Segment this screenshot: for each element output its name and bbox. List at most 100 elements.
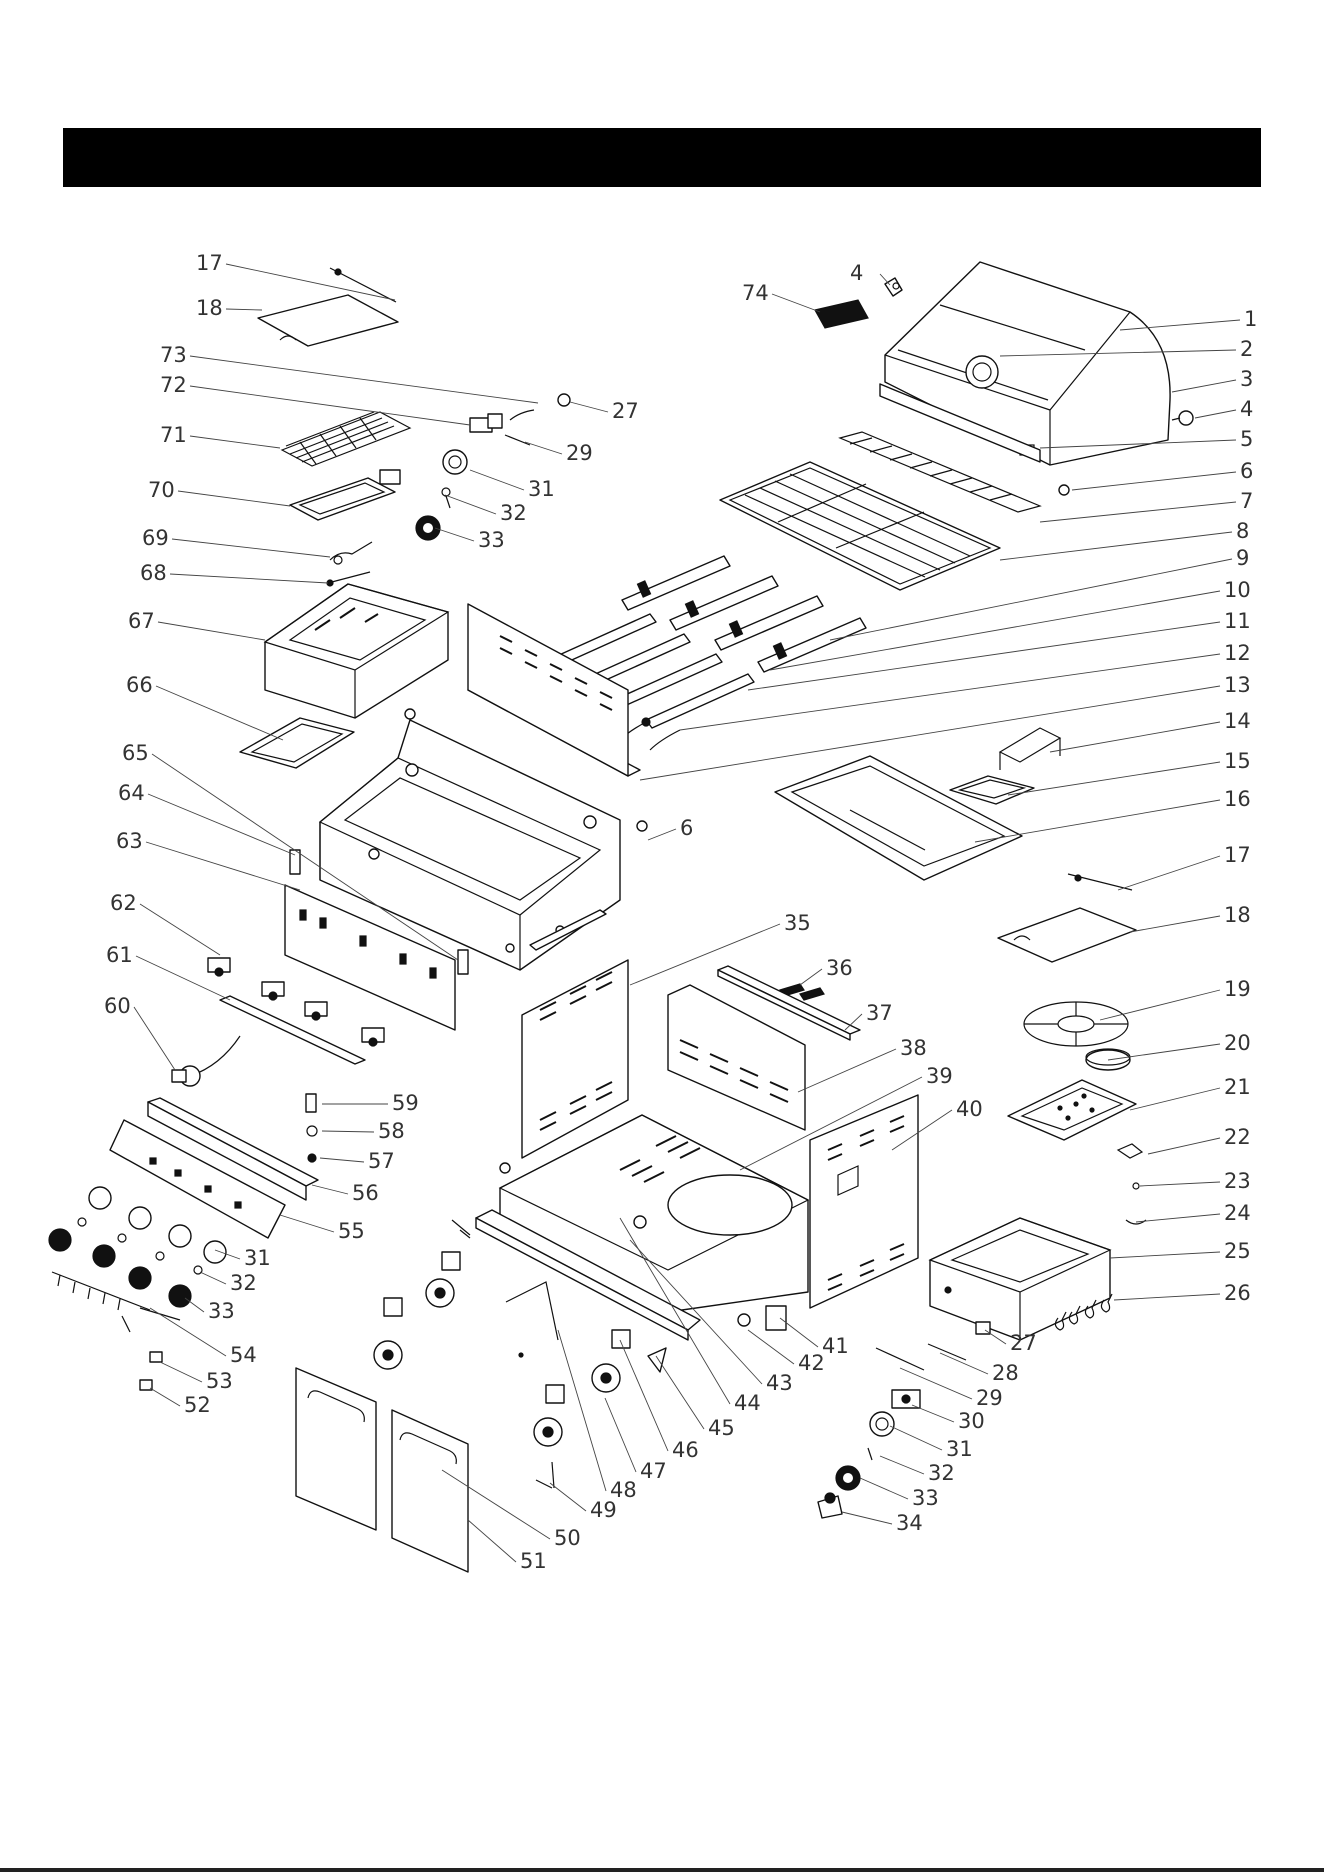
valve-hardware-57 bbox=[308, 1154, 316, 1162]
lid-bumper bbox=[1059, 485, 1069, 495]
leader-c15 bbox=[1008, 762, 1220, 795]
callout-c63: 63 bbox=[116, 829, 143, 853]
regulator-hose bbox=[172, 1036, 240, 1086]
callout-c41: 41 bbox=[822, 1334, 849, 1358]
callout-c58: 58 bbox=[378, 1119, 405, 1143]
ignitor-electrode bbox=[330, 542, 372, 564]
lid-thermometer-knob bbox=[885, 278, 902, 296]
hose-bracket-wire bbox=[506, 1282, 558, 1357]
leader-c31a bbox=[470, 470, 524, 490]
side-burner-head bbox=[290, 470, 400, 520]
callout-c17a: 17 bbox=[196, 251, 223, 275]
side-burner-lid-right bbox=[998, 874, 1136, 962]
callout-c18b: 18 bbox=[1224, 903, 1251, 927]
leader-c73 bbox=[190, 356, 538, 403]
leader-c32a bbox=[445, 495, 496, 514]
callout-c64: 64 bbox=[118, 781, 145, 805]
leader-c14 bbox=[1050, 722, 1220, 752]
side-burner-plate-right bbox=[1008, 1080, 1136, 1140]
leader-c6a bbox=[1072, 472, 1236, 490]
callout-c9: 9 bbox=[1236, 546, 1249, 570]
callout-c60: 60 bbox=[104, 994, 131, 1018]
side-knob-bezel-top bbox=[443, 450, 467, 474]
callout-c22: 22 bbox=[1224, 1125, 1251, 1149]
side-burner-grate-right bbox=[1024, 1002, 1128, 1046]
leader-c18a bbox=[226, 309, 262, 310]
callout-c68: 68 bbox=[140, 561, 167, 585]
leader-c66 bbox=[156, 686, 283, 740]
leader-c30 bbox=[912, 1405, 954, 1422]
callout-c30: 30 bbox=[958, 1409, 985, 1433]
callout-c35: 35 bbox=[784, 911, 811, 935]
callout-c65: 65 bbox=[122, 741, 149, 765]
leader-c41 bbox=[780, 1318, 818, 1347]
cart-door-right bbox=[392, 1410, 468, 1572]
side-shelf-right bbox=[930, 1218, 1110, 1340]
side-burner-grate bbox=[282, 412, 410, 466]
leader-c13 bbox=[640, 686, 1220, 780]
callout-c52: 52 bbox=[184, 1393, 211, 1417]
callout-c67: 67 bbox=[128, 609, 155, 633]
leader-c26 bbox=[1114, 1294, 1220, 1300]
leader-c19 bbox=[1100, 990, 1220, 1020]
callout-c56: 56 bbox=[352, 1181, 379, 1205]
callout-c37: 37 bbox=[866, 1001, 893, 1025]
grease-cup bbox=[950, 776, 1034, 804]
leader-c33b bbox=[185, 1298, 204, 1312]
leader-c23 bbox=[1140, 1182, 1220, 1186]
leader-c4b bbox=[1195, 410, 1236, 418]
callout-c5: 5 bbox=[1240, 427, 1253, 451]
leader-c7 bbox=[1040, 502, 1236, 522]
leader-c17b bbox=[1118, 856, 1220, 890]
leader-c53 bbox=[160, 1362, 202, 1382]
callout-c29a: 29 bbox=[566, 441, 593, 465]
callout-c15: 15 bbox=[1224, 749, 1251, 773]
leader-c22 bbox=[1148, 1138, 1220, 1154]
side-burner-cap-right bbox=[1086, 1049, 1130, 1070]
callout-c73: 73 bbox=[160, 343, 187, 367]
callout-c71: 71 bbox=[160, 423, 187, 447]
callout-c72: 72 bbox=[160, 373, 187, 397]
side-knob-bezel-bottom bbox=[870, 1412, 894, 1436]
callout-c66: 66 bbox=[126, 673, 153, 697]
side-burner-valve-bottom bbox=[876, 1322, 990, 1408]
grease-tray bbox=[775, 756, 1022, 880]
ignitor-module bbox=[150, 1352, 162, 1362]
cart-door-left bbox=[296, 1368, 376, 1530]
side-shelf-bracket bbox=[1000, 728, 1060, 770]
leader-c74 bbox=[772, 294, 820, 312]
callout-c47: 47 bbox=[640, 1459, 667, 1483]
callout-c57: 57 bbox=[368, 1149, 395, 1173]
ignitor-module-bottom bbox=[818, 1493, 842, 1518]
callout-c3: 3 bbox=[1240, 367, 1253, 391]
lid-side-knob bbox=[1172, 411, 1193, 425]
callout-c44: 44 bbox=[734, 1391, 761, 1415]
side-knob-clip-top bbox=[442, 488, 450, 508]
callout-c33c: 33 bbox=[912, 1486, 939, 1510]
callout-c39: 39 bbox=[926, 1064, 953, 1088]
grill-lid bbox=[880, 262, 1170, 465]
callout-c13: 13 bbox=[1224, 673, 1251, 697]
leader-c49 bbox=[550, 1483, 586, 1511]
callout-c27a: 27 bbox=[612, 399, 639, 423]
callout-c36: 36 bbox=[826, 956, 853, 980]
callout-c1: 1 bbox=[1244, 307, 1257, 331]
leader-c16 bbox=[975, 800, 1220, 842]
callout-c19: 19 bbox=[1224, 977, 1251, 1001]
callout-c70: 70 bbox=[148, 478, 175, 502]
leader-c67 bbox=[158, 622, 265, 640]
callout-c31b: 31 bbox=[244, 1246, 271, 1270]
callout-c33a: 33 bbox=[478, 528, 505, 552]
callout-c28: 28 bbox=[992, 1361, 1019, 1385]
leader-c45 bbox=[656, 1356, 704, 1429]
side-burner-valve-top bbox=[470, 394, 570, 445]
leader-c64 bbox=[148, 794, 295, 855]
leader-c38 bbox=[798, 1049, 896, 1092]
callout-c45: 45 bbox=[708, 1416, 735, 1440]
callout-c61: 61 bbox=[106, 943, 133, 967]
callout-c32c: 32 bbox=[928, 1461, 955, 1485]
gusset-bracket bbox=[648, 1348, 666, 1372]
callout-c6a: 6 bbox=[1240, 459, 1253, 483]
callout-c49: 49 bbox=[590, 1498, 617, 1522]
